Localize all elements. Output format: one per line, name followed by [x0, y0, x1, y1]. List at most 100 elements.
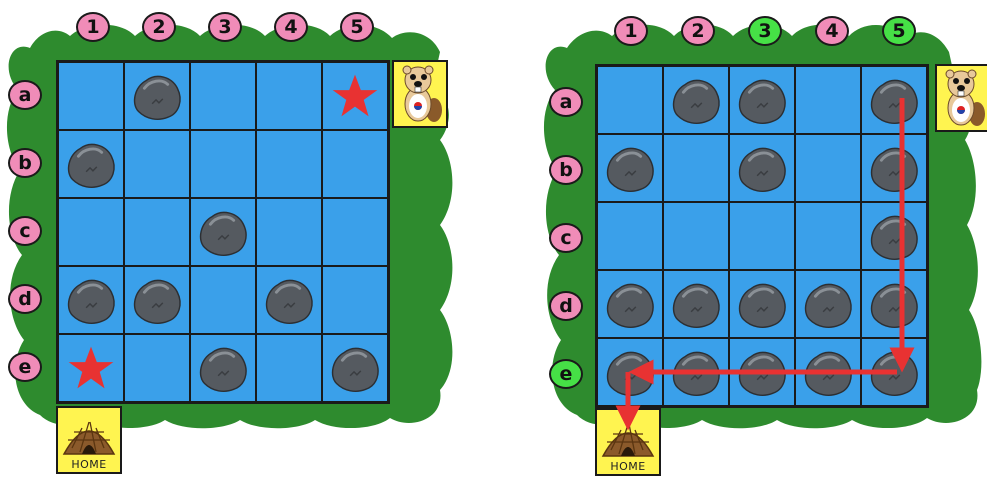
grid-cell [58, 62, 124, 130]
grid-cell [58, 266, 124, 334]
home-tile: HOME [56, 406, 122, 474]
rock-icon [796, 339, 860, 405]
column-label: 2 [681, 16, 715, 46]
grid-cell [58, 130, 124, 198]
rock-icon [862, 339, 926, 405]
grid-cell [861, 338, 927, 406]
rock-icon [664, 339, 728, 405]
rock-icon [862, 67, 926, 133]
column-label: 5 [340, 12, 374, 42]
rock-icon [191, 335, 255, 401]
row-label: a [8, 80, 42, 110]
star-icon [323, 63, 387, 129]
home-label: HOME [597, 460, 659, 473]
grid-cell [795, 270, 861, 338]
grid-cell [861, 134, 927, 202]
row-label: b [8, 148, 42, 178]
column-label: 1 [76, 12, 110, 42]
rock-icon [598, 135, 662, 201]
grid-cell [256, 130, 322, 198]
grid-cell [124, 130, 190, 198]
grid-cell [795, 134, 861, 202]
solution-grid [595, 64, 929, 408]
lodge-icon [58, 408, 120, 458]
grid-cell [663, 134, 729, 202]
rock-icon [664, 271, 728, 337]
rock-icon [59, 131, 123, 197]
grid-cell [729, 134, 795, 202]
grid-cell [190, 130, 256, 198]
rock-icon [796, 271, 860, 337]
lodge-icon [597, 410, 659, 460]
grid-cell [663, 202, 729, 270]
rock-icon [257, 267, 321, 333]
grid-cell [190, 334, 256, 402]
home-tile: HOME [595, 408, 661, 476]
grid-cell [322, 130, 388, 198]
rock-icon [598, 339, 662, 405]
rock-icon [730, 67, 794, 133]
grid-cell [190, 62, 256, 130]
grid-cell [597, 134, 663, 202]
grid-cell [795, 202, 861, 270]
row-label: c [549, 223, 583, 253]
grid-cell [597, 338, 663, 406]
beaver-icon [937, 66, 987, 130]
column-label-highlighted: 3 [748, 16, 782, 46]
grid-cell [729, 66, 795, 134]
grid-cell [861, 270, 927, 338]
grid-cell [795, 338, 861, 406]
grid-cell [124, 266, 190, 334]
puzzle-grid [56, 60, 390, 404]
grid-cell [729, 270, 795, 338]
rock-icon [730, 135, 794, 201]
column-label: 1 [614, 16, 648, 46]
grid-cell [861, 202, 927, 270]
rock-icon [862, 203, 926, 269]
grid-cell [729, 202, 795, 270]
grid-cell [663, 66, 729, 134]
grid-cell [256, 334, 322, 402]
rock-icon [191, 199, 255, 265]
grid-cell [597, 66, 663, 134]
grid-cell [861, 66, 927, 134]
grid-cell [597, 270, 663, 338]
column-label: 4 [274, 12, 308, 42]
row-label: c [8, 216, 42, 246]
rock-icon [862, 135, 926, 201]
grid-cell [663, 270, 729, 338]
rock-icon [664, 67, 728, 133]
grid-cell [322, 334, 388, 402]
rock-icon [125, 267, 189, 333]
rock-icon [323, 335, 387, 401]
row-label-highlighted: e [549, 359, 583, 389]
rock-icon [862, 271, 926, 337]
beaver-tile [392, 60, 448, 128]
grid-cell [322, 198, 388, 266]
beaver-icon [394, 62, 446, 126]
solution-panel: 1 2 3 4 5 a b c d e [537, 0, 987, 477]
column-label: 3 [208, 12, 242, 42]
grid-cell [322, 62, 388, 130]
grid-cell [322, 266, 388, 334]
grid-cell [597, 202, 663, 270]
rock-icon [125, 63, 189, 129]
grid-cell [58, 334, 124, 402]
rock-icon [730, 339, 794, 405]
rock-icon [59, 267, 123, 333]
grid-cell [190, 266, 256, 334]
grid-cell [124, 62, 190, 130]
grid-cell [663, 338, 729, 406]
grid-cell [124, 198, 190, 266]
column-label: 4 [815, 16, 849, 46]
beaver-tile [935, 64, 987, 132]
grid-cell [729, 338, 795, 406]
star-icon [59, 335, 123, 401]
grid-cell [256, 198, 322, 266]
grid-cell [190, 198, 256, 266]
column-label: 2 [142, 12, 176, 42]
puzzle-panel: 1 2 3 4 5 a b c d e [0, 0, 470, 477]
grid-cell [795, 66, 861, 134]
row-label: e [8, 352, 42, 382]
grid-cell [124, 334, 190, 402]
